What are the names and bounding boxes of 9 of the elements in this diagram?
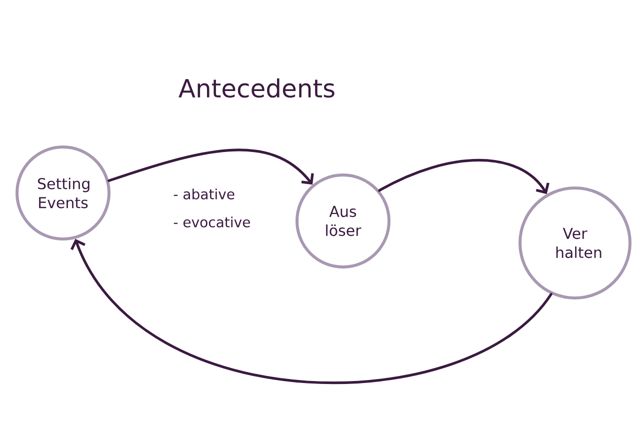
- title: Antecedents: [178, 78, 334, 98]
- circle-node: Ver halten: [518, 186, 632, 300]
- list-item: - evocative: [174, 216, 250, 228]
- circle-node: Aus löser: [296, 174, 390, 268]
- arrow: [378, 158, 550, 194]
- list-item: - abative: [174, 188, 234, 200]
- arrow: [108, 148, 314, 185]
- circle-node: Setting Events: [16, 146, 110, 240]
- arrow: [70, 238, 552, 384]
